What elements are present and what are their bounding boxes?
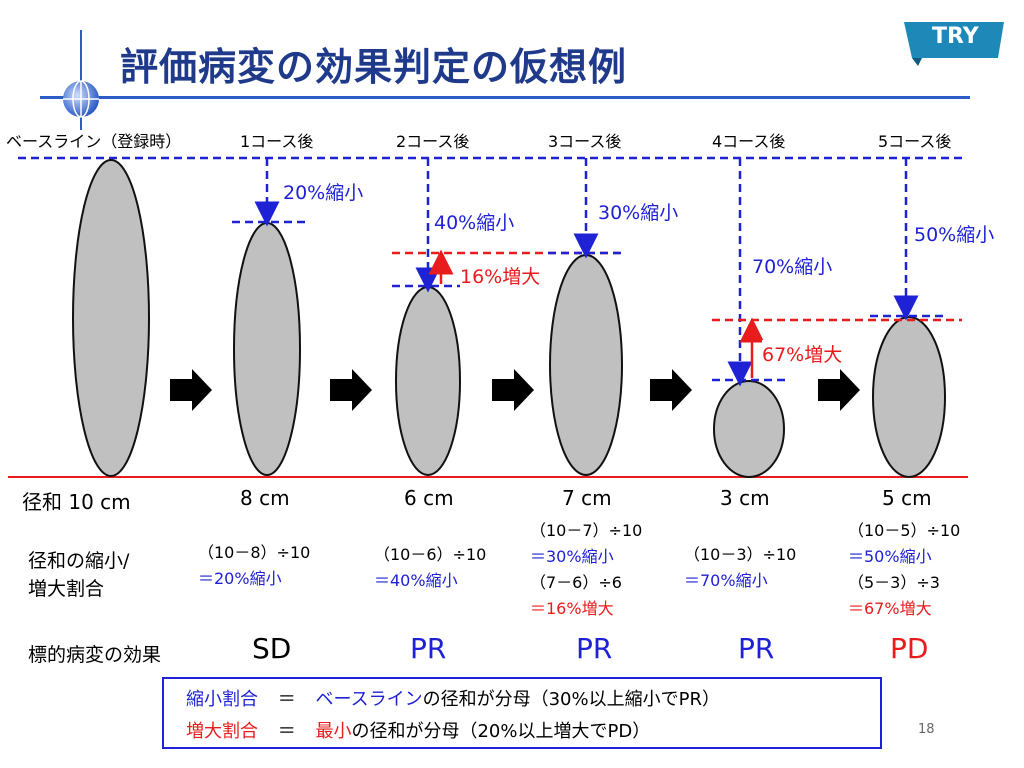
calc-result: ＝70%縮小 [684,571,768,590]
ratio-row-label-2: 増大割合 [28,578,105,600]
effect-course-5: PD [890,632,929,665]
size-label-course-1: 8 cm [240,486,290,510]
title-vertical-line [80,30,82,130]
calc-result-2: ＝16%増大 [530,599,614,618]
change-label-course-5: 50%縮小 [914,224,995,246]
page-number: 18 [918,722,935,737]
calc-formula-2: （7－6）÷6 [530,573,622,592]
effect-course-3: PR [576,632,613,665]
calc-result: ＝50%縮小 [848,547,932,566]
change-label-course-4-shrink: 70%縮小 [752,256,833,278]
tumor-baseline [72,159,150,477]
stage-label-baseline: ベースライン（登録時） [6,132,182,151]
change-label-course-4-grow: 67%増大 [762,340,843,367]
globe-icon [63,80,99,118]
effect-course-4: PR [738,632,775,665]
arrow-icon [818,369,860,411]
calc-course-4: （10－3）÷10 ＝70%縮小 [684,542,796,594]
arrow-icon [492,369,534,411]
calc-course-3: （10－7）÷10 ＝30%縮小 （7－6）÷6 ＝16%増大 [530,518,642,622]
size-label-course-4: 3 cm [720,486,770,510]
effect-row-label: 標的病変の効果 [28,644,162,666]
calc-result: ＝30%縮小 [530,547,614,566]
change-label-course-2-shrink: 40%縮小 [434,212,515,234]
tumor-course-3 [549,254,623,476]
arrow-icon [650,369,692,411]
size-label-baseline: 径和 10 cm [22,490,131,514]
definition-rest: の径和が分母（20%以上増大でPD） [351,721,651,742]
change-label-course-1: 20%縮小 [283,182,364,204]
stage-label-course-1: 1コース後 [240,132,314,151]
calc-formula-2: （5－3）÷3 [848,573,940,592]
calc-formula: （10－6）÷10 [374,545,487,564]
calc-formula: （10－5）÷10 [848,521,961,540]
arrow-icon [330,369,372,411]
change-label-course-2-grow: 16%増大 [460,262,541,289]
definition-key: 最小 [315,721,352,742]
stage-label-course-3: 3コース後 [548,132,622,151]
calc-formula: （10－3）÷10 [684,545,797,564]
tumor-course-5 [872,316,946,478]
stage-label-course-4: 4コース後 [712,132,786,151]
title-underline [40,96,970,99]
stage-label-course-2: 2コース後 [396,132,470,151]
size-label-course-3: 7 cm [562,486,612,510]
size-label-course-5: 5 cm [882,486,932,510]
definition-equals: ＝ [277,689,296,710]
progression-arrows [170,369,860,411]
arrow-icon [170,369,212,411]
try-badge-label: TRY [932,24,979,49]
calc-result: ＝20%縮小 [198,569,282,588]
definition-rest: の径和が分母（30%以上縮小でPR） [422,689,720,710]
calc-formula: （10－7）÷10 [530,521,643,540]
definition-term: 縮小割合 [186,689,258,710]
definition-equals: ＝ [277,721,296,742]
calc-result-2: ＝67%増大 [848,599,932,618]
effect-course-2: PR [410,632,447,665]
page-title: 評価病変の効果判定の仮想例 [120,45,628,89]
ratio-row-label-1: 径和の縮小/ [28,550,130,572]
definition-term: 増大割合 [186,721,258,742]
calc-course-1: （10－8）÷10 ＝20%縮小 [198,540,310,592]
tumor-course-1 [233,222,301,476]
tumor-course-4 [713,380,785,478]
stage-label-course-5: 5コース後 [878,132,952,151]
definition-shrink: 縮小割合 ＝ ベースラインの径和が分母（30%以上縮小でPR） [186,685,720,711]
size-label-course-2: 6 cm [404,486,454,510]
change-label-course-3: 30%縮小 [598,202,679,224]
definition-key: ベースライン [315,689,423,710]
definition-grow: 増大割合 ＝ 最小の径和が分母（20%以上増大でPD） [186,717,650,743]
calc-course-2: （10－6）÷10 ＝40%縮小 [374,542,486,594]
calc-result: ＝40%縮小 [374,571,458,590]
effect-course-1: SD [252,632,292,665]
try-badge [904,22,1004,66]
calc-formula: （10－8）÷10 [198,543,311,562]
tumor-course-2 [395,286,461,476]
calc-course-5: （10－5）÷10 ＝50%縮小 （5－3）÷3 ＝67%増大 [848,518,960,622]
definition-box: 縮小割合 ＝ ベースラインの径和が分母（30%以上縮小でPR） 増大割合 ＝ 最… [162,677,882,749]
